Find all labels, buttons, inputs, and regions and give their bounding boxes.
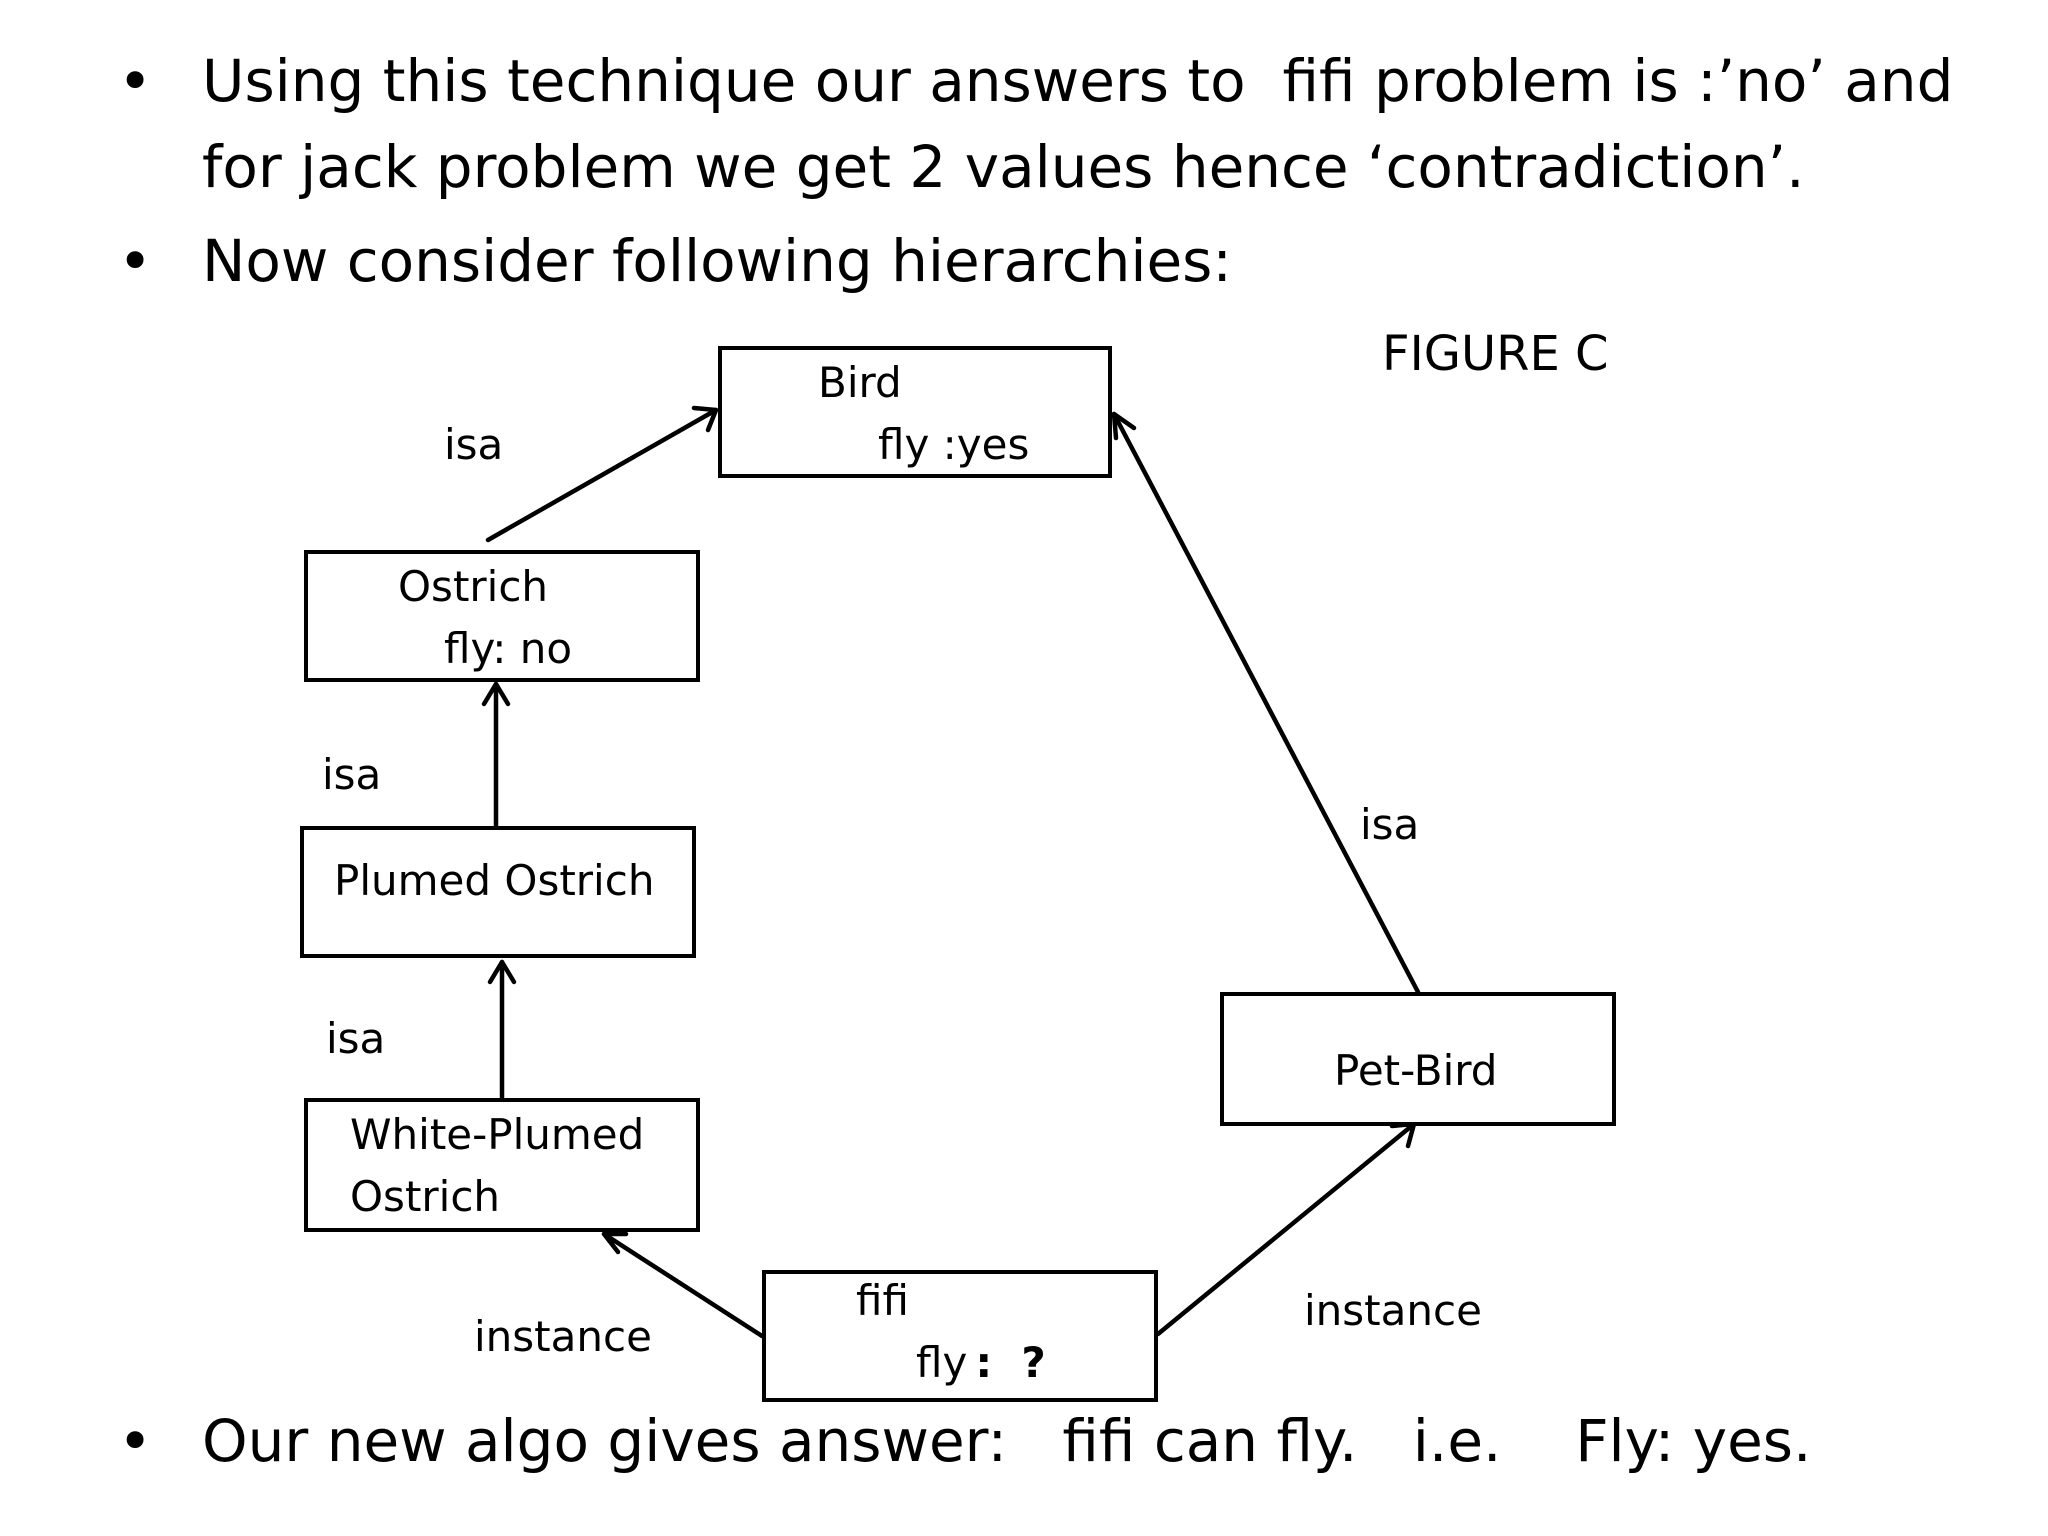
bullet-1-line-1: Using this technique our answers to fifi… [202, 47, 1954, 115]
node-ostrich: Ostrich fly: no [304, 550, 700, 682]
edge-label-petbird-bird: isa [1360, 800, 1420, 849]
bullet-3-line-1: Our new algo gives answer: fifi can fly.… [202, 1407, 1812, 1475]
node-pet-bird-name: Pet-Bird [1334, 1046, 1498, 1095]
node-bird-attr: fly :yes [878, 420, 1030, 469]
node-bird-name: Bird [818, 358, 902, 407]
node-plumed-ostrich-name: Plumed Ostrich [334, 856, 655, 905]
edge-label-fifi-white: instance [474, 1312, 652, 1361]
edge-fifi-to-white-plumed [601, 1231, 765, 1339]
bullet-dot: • [118, 1407, 153, 1475]
node-white-plumed-ostrich-name: White-Plumed [350, 1110, 645, 1159]
node-fifi-attr-prefix: fly [916, 1338, 968, 1387]
node-white-plumed-ostrich: White-Plumed Ostrich [304, 1098, 700, 1232]
node-plumed-ostrich: Plumed Ostrich [300, 826, 696, 958]
edge-label-plumed-ostrich: isa [322, 750, 382, 799]
node-ostrich-attr: fly: no [444, 624, 573, 673]
node-fifi: fifi fly: ? [762, 1270, 1158, 1402]
node-pet-bird: Pet-Bird [1220, 992, 1616, 1126]
bullet-2-line-1: Now consider following hierarchies: [202, 227, 1232, 295]
figure-label: FIGURE C [1382, 326, 1609, 382]
node-fifi-name: fifi [856, 1276, 909, 1325]
node-bird: Bird fly :yes [718, 346, 1112, 478]
bullet-1-line-2: for jack problem we get 2 values hence ‘… [202, 133, 1805, 201]
edge-plumed-to-ostrich [481, 681, 511, 829]
edge-label-ostrich-bird: isa [444, 420, 504, 469]
node-fifi-attr-value: : ? [975, 1338, 1046, 1387]
node-fifi-attr: fly: ? [916, 1338, 1046, 1388]
edge-white-plumed-to-plumed [487, 959, 517, 1101]
edge-label-white-plumed: isa [326, 1014, 386, 1063]
node-white-plumed-ostrich-name2: Ostrich [350, 1172, 501, 1221]
edge-label-fifi-pet: instance [1304, 1286, 1482, 1335]
edge-petbird-to-bird [1111, 411, 1421, 995]
bullet-dot: • [118, 227, 153, 295]
edge-ostrich-to-bird [485, 405, 719, 543]
bullet-dot: • [118, 47, 153, 115]
node-ostrich-name: Ostrich [398, 562, 549, 611]
